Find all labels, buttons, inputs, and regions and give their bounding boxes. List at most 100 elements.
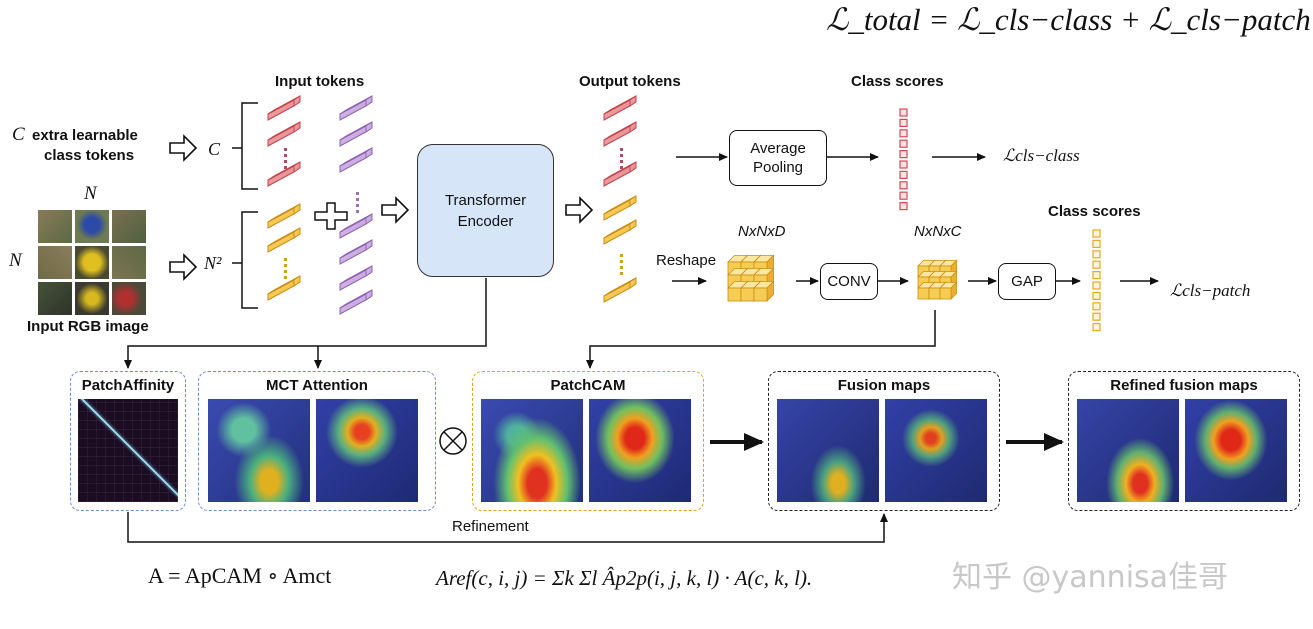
loss-class-label: ℒcls−class xyxy=(1003,146,1080,165)
brace-n2 xyxy=(232,211,258,309)
otimes-icon xyxy=(439,427,467,455)
token-ellipsis xyxy=(620,148,623,169)
purple-position-token xyxy=(339,239,373,265)
image-patch xyxy=(112,282,146,315)
token-columns xyxy=(267,95,637,315)
red-class-token xyxy=(267,121,301,147)
hollow-arrows xyxy=(169,134,594,281)
input-image-grid xyxy=(38,210,146,316)
token-ellipsis xyxy=(284,148,287,169)
refinement-label: Refinement xyxy=(452,518,529,535)
purple-position-token xyxy=(339,95,373,121)
refined-fusion-maps-panel: Refined fusion maps xyxy=(1068,371,1300,511)
image-patch xyxy=(38,282,72,315)
patchcam-title: PatchCAM xyxy=(550,377,626,394)
mct-attention-title: MCT Attention xyxy=(266,377,368,394)
class-scores-title-2: Class scores xyxy=(1048,203,1141,220)
patchcam-map-2 xyxy=(589,399,691,502)
purple-position-token xyxy=(339,147,373,173)
output-red-token xyxy=(603,161,637,187)
yellow-patch-token xyxy=(267,203,301,229)
image-patch xyxy=(112,246,146,279)
mct-attention-map-2 xyxy=(316,399,418,502)
image-patch xyxy=(75,246,109,279)
patch-affinity-panel: PatchAffinity xyxy=(70,371,186,511)
c-symbol: C xyxy=(12,124,25,145)
refined-fusion-maps-title: Refined fusion maps xyxy=(1110,377,1258,394)
avgpool-label-line2: Pooling xyxy=(752,159,804,176)
mct-attention-panel: MCT Attention xyxy=(198,371,436,511)
average-pooling-block: Average Pooling xyxy=(729,130,827,186)
loss-patch-label: ℒcls−patch xyxy=(1170,281,1251,300)
arrow-encoder-to-affinity xyxy=(124,278,487,369)
reshape-label: Reshape xyxy=(656,252,717,269)
thin-arrows xyxy=(124,153,1159,543)
nnc-label: NxNxC xyxy=(914,223,962,240)
image-patch xyxy=(75,210,109,243)
token-ellipsis xyxy=(620,254,623,275)
encoder-label-line1: Transformer xyxy=(444,191,527,209)
extra-tokens-line2: class tokens xyxy=(44,147,135,164)
output-yellow-token xyxy=(603,195,637,221)
aref-equation: Aref(c, i, j) = Σk Σl Âp2p(i, j, k, l) ·… xyxy=(436,566,813,590)
output-tokens-title: Output tokens xyxy=(579,73,681,90)
arrow-cube-to-patchcam xyxy=(586,310,936,369)
refined-fusion-map-2 xyxy=(1185,399,1287,502)
gap-block: GAP xyxy=(998,263,1056,300)
output-yellow-token xyxy=(603,219,637,245)
fusion-map-2 xyxy=(885,399,987,502)
refined-fusion-map-1 xyxy=(1077,399,1179,502)
red-class-token xyxy=(267,95,301,121)
yellow-patch-token xyxy=(267,227,301,253)
hollow-arrow-image xyxy=(169,253,198,281)
nnc-feature-cube xyxy=(917,259,958,300)
purple-position-token xyxy=(339,265,373,291)
total-loss-formula: ℒ_total = ℒ_cls−class + ℒ_cls−patch xyxy=(826,2,1311,37)
fusion-maps-title: Fusion maps xyxy=(837,377,931,394)
output-red-token xyxy=(603,95,637,121)
nnd-label: NxNxD xyxy=(738,223,786,240)
plus-icon xyxy=(314,202,348,230)
n-left-symbol: N xyxy=(9,250,22,271)
patchcam-map-1 xyxy=(481,399,583,502)
red-class-token xyxy=(267,161,301,187)
nnd-feature-cube xyxy=(727,254,775,302)
yellow-patch-token xyxy=(267,275,301,301)
image-patch xyxy=(75,282,109,315)
brace-c xyxy=(232,102,258,190)
hollow-arrow-from-encoder xyxy=(565,196,594,224)
extra-tokens-line1: extra learnable xyxy=(32,127,138,144)
class-scores-title-1: Class scores xyxy=(851,73,944,90)
image-patch xyxy=(38,246,72,279)
feature-cubes xyxy=(727,254,958,302)
class-scores-vector-1 xyxy=(899,108,908,211)
output-red-token xyxy=(603,121,637,147)
token-ellipsis xyxy=(356,192,359,213)
patchcam-panel: PatchCAM xyxy=(472,371,704,511)
class-score-vectors xyxy=(899,108,1101,332)
brace-c-label: C xyxy=(208,139,221,159)
purple-position-token xyxy=(339,121,373,147)
token-ellipsis xyxy=(284,258,287,279)
fusion-map-1 xyxy=(777,399,879,502)
watermark-text: 知乎 @yannisa佳哥 xyxy=(952,560,1229,595)
purple-position-token xyxy=(339,289,373,315)
patch-affinity-title: PatchAffinity xyxy=(81,377,175,394)
conv-block: CONV xyxy=(820,263,878,300)
a-equation: A = ApCAM ∘ Amct xyxy=(148,563,332,588)
arrow-refinement xyxy=(127,512,888,543)
fusion-maps-panel: Fusion maps xyxy=(768,371,1000,511)
image-patch xyxy=(112,210,146,243)
image-patch xyxy=(38,210,72,243)
hollow-arrow-class-tokens xyxy=(169,134,198,162)
braces xyxy=(232,102,258,309)
class-scores-vector-2 xyxy=(1092,229,1101,332)
otimes-symbol xyxy=(440,427,466,455)
purple-position-token xyxy=(339,213,373,239)
encoder-label-line2: Encoder xyxy=(457,212,514,230)
n-top-symbol: N xyxy=(84,183,97,204)
brace-n2-label: N² xyxy=(204,253,222,273)
patch-affinity-matrix xyxy=(78,399,178,502)
input-rgb-caption: Input RGB image xyxy=(27,318,149,335)
